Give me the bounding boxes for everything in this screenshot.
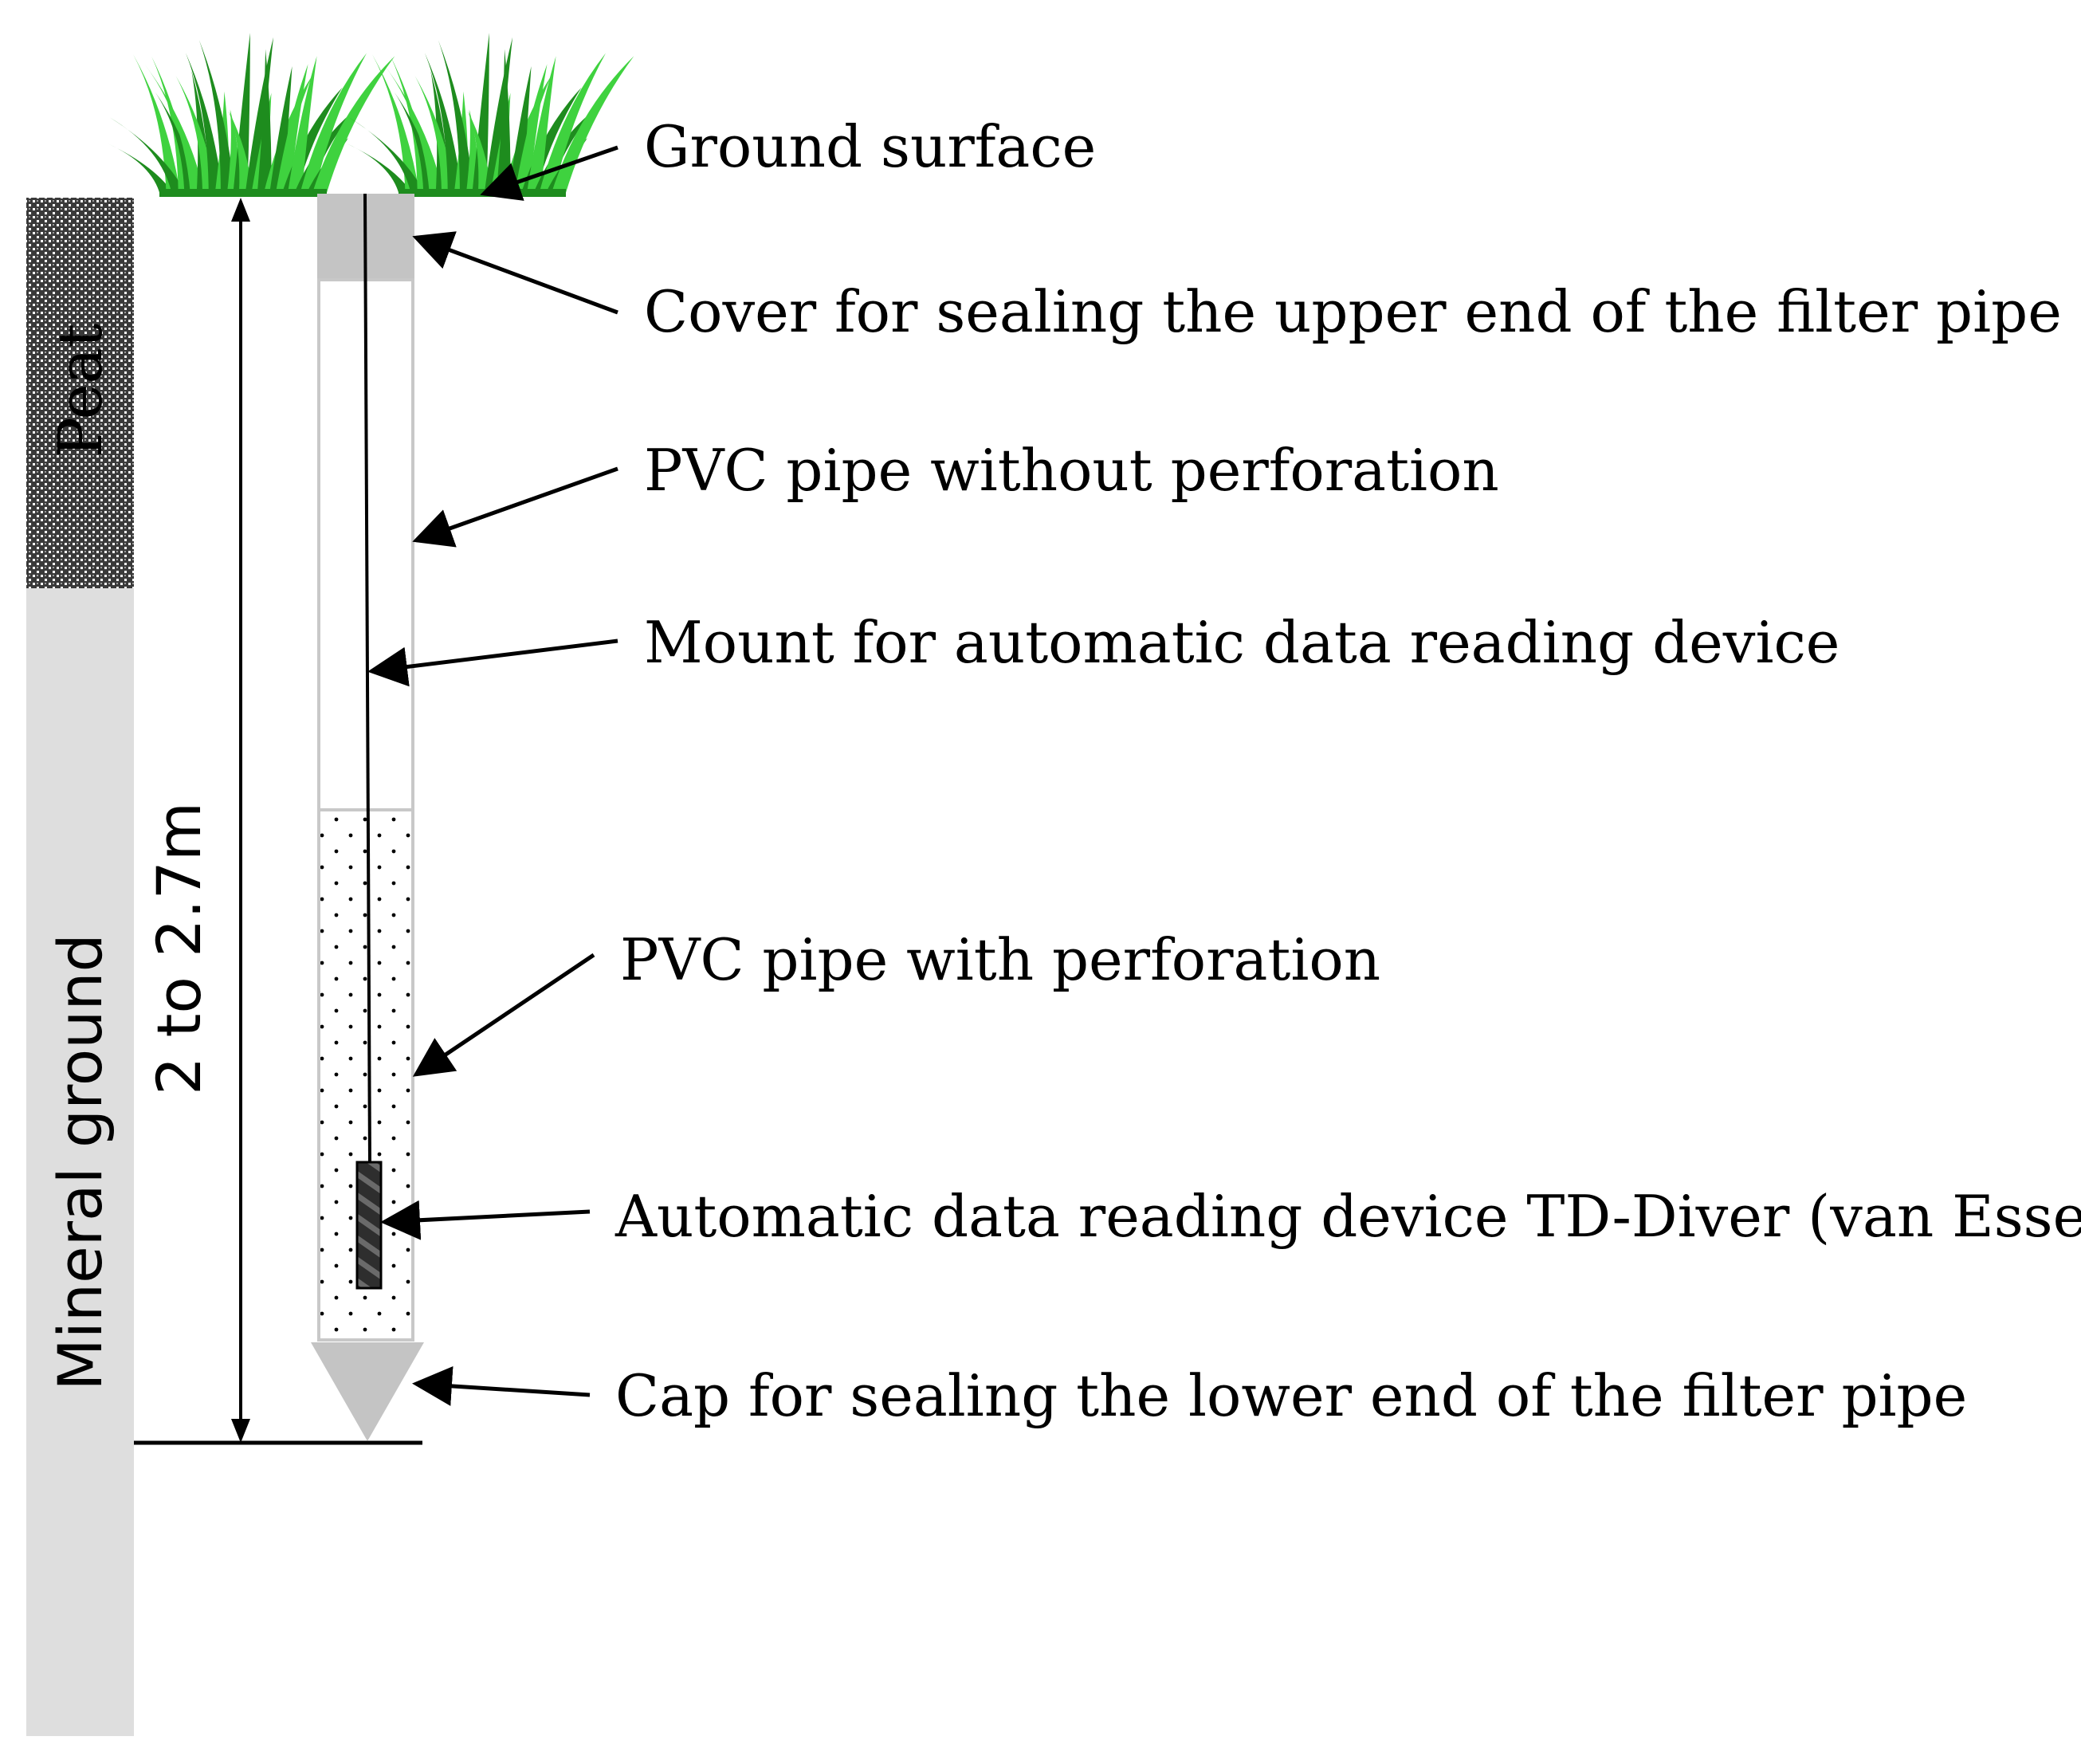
grass-blade <box>175 76 218 195</box>
mount-wire <box>363 193 371 1165</box>
grass-blade <box>257 49 272 195</box>
grass-right-icon <box>347 33 634 197</box>
grass-blade <box>312 56 395 195</box>
leader-cap <box>412 1365 591 1406</box>
grass-blade <box>144 64 205 196</box>
pipe-bottom-cap <box>311 1342 424 1441</box>
grass-base <box>399 189 566 197</box>
grass-blade <box>424 53 462 195</box>
callout-pvc-no-perf: PVC pipe without perforation <box>644 437 1499 504</box>
leader-pvc-perf <box>412 953 595 1077</box>
callout-mount: Mount for automatic data reading device <box>644 609 1840 676</box>
grass-blade <box>185 53 223 195</box>
mineral-ground-layer <box>26 588 134 1736</box>
callout-pvc-perf: PVC pipe with perforation <box>620 926 1381 993</box>
grass-blade <box>472 33 489 196</box>
callout-diver: Automatic data reading device TD-Diver (… <box>615 1183 2081 1250</box>
grass-blade <box>514 64 548 195</box>
grass-blade <box>299 53 367 195</box>
depth-label: 2 to 2.7m <box>143 802 214 1095</box>
grass-blade <box>372 54 420 195</box>
leader-pvc-no-perf <box>412 466 618 548</box>
callout-cover: Cover for sealing the upper end of the f… <box>644 278 2062 345</box>
peat-layer <box>26 198 134 588</box>
callout-cap: Cap for sealing the lower end of the fil… <box>615 1362 1968 1429</box>
grass-left-icon <box>108 33 395 197</box>
leader-ground-surface <box>480 145 618 201</box>
grass-blade <box>198 40 235 195</box>
leader-diver <box>380 1200 591 1240</box>
grass-blade <box>551 56 634 195</box>
grass-blade <box>269 66 293 195</box>
td-diver <box>355 1161 383 1290</box>
grass-blade <box>496 49 511 195</box>
grass-blade <box>348 117 426 195</box>
grass-blade <box>383 64 444 196</box>
grass-blade <box>287 56 317 195</box>
grass-blade <box>526 56 556 195</box>
grass-blade <box>347 143 414 195</box>
grass-blade <box>438 40 474 195</box>
grass-blade <box>508 66 532 195</box>
leader-mount <box>367 638 618 687</box>
grass-blade <box>414 76 457 195</box>
grass-blade <box>108 143 175 195</box>
peat-label: Peat <box>45 323 116 458</box>
grass-blade <box>233 33 250 196</box>
mineral-ground-label: Mineral ground <box>45 933 116 1391</box>
grass-blade <box>109 117 187 195</box>
depth-arrow-bottom-head <box>231 1419 250 1443</box>
leader-cover <box>412 231 618 315</box>
grass-base <box>159 189 327 197</box>
callout-ground-surface: Ground surface <box>644 113 1097 180</box>
depth-arrow-top-head <box>231 198 250 222</box>
grass-blade <box>275 64 308 195</box>
grass-blade <box>538 53 606 195</box>
grass-blade <box>228 111 253 195</box>
grass-blade <box>133 54 181 195</box>
